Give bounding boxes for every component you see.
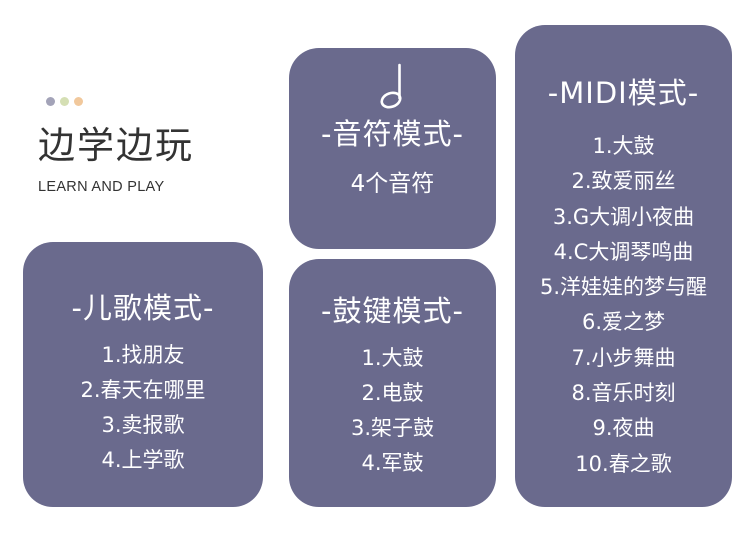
page-subtitle: LEARN AND PLAY	[38, 179, 165, 195]
card-title: -MIDI模式-	[547, 76, 700, 110]
page-title: 边学边玩	[38, 124, 194, 167]
list-item: 1.找朋友	[101, 343, 185, 367]
list-item: 3.卖报歌	[101, 413, 185, 437]
card-title: -儿歌模式-	[71, 291, 215, 325]
card-title: -鼓键模式-	[321, 294, 464, 328]
list-item: 2.电鼓	[361, 381, 424, 405]
song-list: 1.找朋友 2.春天在哪里 3.卖报歌 4.上学歌	[23, 338, 263, 478]
card-drum-key-mode: -鼓键模式- 1.大鼓 2.电鼓 3.架子鼓 4.军鼓	[289, 259, 496, 507]
dot-gray	[46, 97, 55, 106]
list-item: 8.音乐时刻	[571, 381, 676, 406]
list-item: 4.C大调琴鸣曲	[553, 239, 694, 264]
list-item: 4.上学歌	[101, 448, 185, 472]
note-count: 4个音符	[350, 171, 435, 197]
card-children-song-mode: -儿歌模式- 1.找朋友 2.春天在哪里 3.卖报歌 4.上学歌	[23, 242, 263, 507]
drum-list: 1.大鼓 2.电鼓 3.架子鼓 4.军鼓	[289, 341, 496, 481]
list-item: 4.军鼓	[361, 451, 424, 475]
list-item: 2.春天在哪里	[80, 378, 206, 402]
decorative-dots	[46, 97, 83, 106]
card-note-mode: -音符模式- 4个音符	[289, 48, 496, 249]
list-item: 10.春之歌	[575, 451, 672, 476]
dot-orange	[74, 97, 83, 106]
dot-green	[60, 97, 69, 106]
list-item: 1.大鼓	[361, 346, 424, 370]
list-item: 1.大鼓	[592, 134, 655, 158]
list-item: 2.致爱丽丝	[571, 169, 676, 194]
list-item: 3.G大调小夜曲	[552, 204, 695, 229]
list-item: 6.爱之梦	[581, 310, 666, 335]
card-midi-mode: -MIDI模式- 1.大鼓 2.致爱丽丝 3.G大调小夜曲 4.C大调琴鸣曲 5…	[515, 25, 732, 507]
music-note-icon	[379, 63, 402, 109]
list-item: 7.小步舞曲	[571, 345, 676, 370]
list-item: 9.夜曲	[592, 416, 655, 441]
card-title: -音符模式-	[321, 117, 464, 151]
midi-list: 1.大鼓 2.致爱丽丝 3.G大调小夜曲 4.C大调琴鸣曲 5.洋娃娃的梦与醒 …	[515, 129, 732, 482]
list-item: 5.洋娃娃的梦与醒	[539, 275, 708, 300]
list-item: 3.架子鼓	[350, 416, 435, 440]
